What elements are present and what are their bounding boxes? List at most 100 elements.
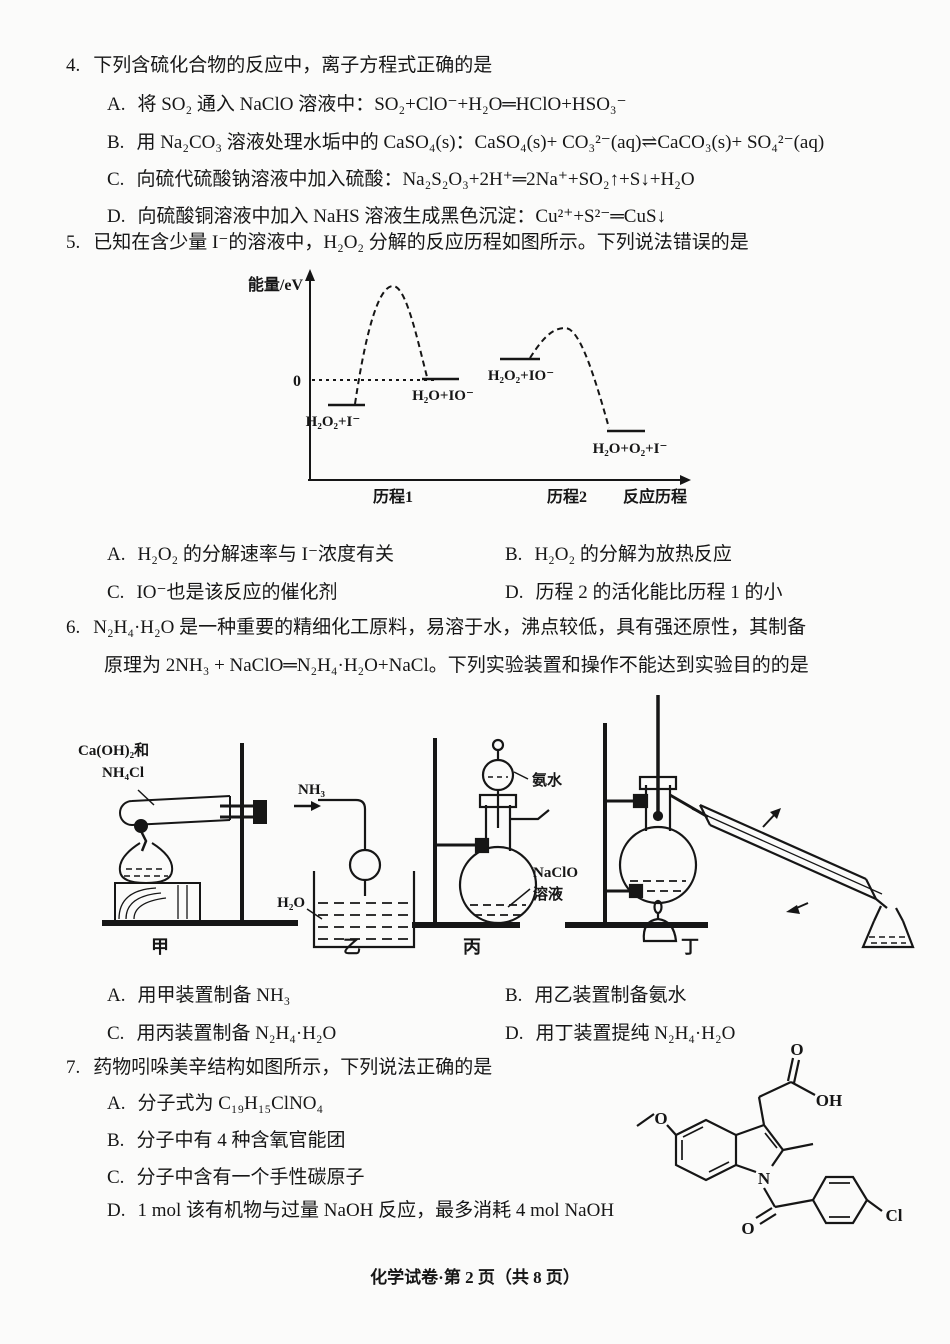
nitrogen-label: N [758, 1169, 771, 1188]
q6-option-c-text: 用丙装置制备 N₂H₄·H₂O [136, 1023, 337, 1044]
y-axis-label: 能量/eV [248, 275, 304, 294]
level-product-label: H₂O+O₂+I⁻ [593, 441, 668, 457]
yi-gas-label: NH₃ [298, 782, 326, 798]
q7-option-b-text: 分子中有 4 种含氧官能团 [136, 1130, 346, 1151]
q7-stem: 7. 药物吲哚美辛结构如图所示，下列说法正确的是 [66, 1056, 492, 1080]
apparatus-figure: Ca(OH)₂和 NH₄Cl 甲 NH₃ H₂O 乙 [78, 695, 915, 957]
ding-caption: 丁 [681, 937, 699, 957]
q7-option-d: D. 1 mol 该有机物与过量 NaOH 反应，最多消耗 4 mol NaOH [107, 1199, 614, 1223]
q4-option-a: A. 将 SO₂ 通入 NaClO 溶液中：SO₂+ClO⁻+H₂O═HClO+H… [107, 93, 627, 117]
q6-option-b: B. 用乙装置制备氨水 [505, 984, 686, 1008]
q6-option-d: D.用丁装置提纯 N₂H₄·H₂O [505, 1022, 735, 1046]
q5-option-b-label: B. [505, 544, 523, 565]
jia-reagent-label-line1: Ca(OH)₂和 [78, 742, 149, 759]
q7-option-a-label: A. [107, 1093, 126, 1114]
q6-option-c: C. 用丙装置制备 N₂H₄·H₂O [107, 1022, 336, 1046]
q7-option-b-label: B. [107, 1130, 125, 1151]
apparatus-bing [412, 738, 550, 928]
q5-number: 5. [66, 232, 81, 253]
carboxyl-o-label: O [790, 1042, 803, 1059]
pathway1-label: 历程1 [373, 488, 413, 506]
bing-funnel-label: 氨水 [532, 771, 563, 789]
bing-solution-label-line2: 溶液 [533, 885, 564, 903]
apparatus-yi [294, 798, 416, 949]
q5-option-d: D. 历程 2 的活化能比历程 1 的小 [505, 581, 783, 605]
q7-option-c: C. 分子中含有一个手性碳原子 [107, 1166, 364, 1190]
q6-stem-text1: N₂H₄·H₂O 是一种重要的精细化工原料，易溶于水，沸点较低，具有强还原性，其… [93, 617, 807, 638]
molecule-bonds [636, 1057, 883, 1225]
q5-option-c-text: IO⁻也是该反应的催化剂 [136, 582, 338, 603]
methoxy-o-label: O [654, 1109, 667, 1128]
q4-option-d-label: D. [107, 206, 126, 227]
q7-option-c-text: 分子中含有一个手性碳原子 [136, 1167, 365, 1188]
q4-option-c-label: C. [107, 169, 125, 190]
q4-stem: 4. 下列含硫化合物的反应中，离子方程式正确的是 [66, 54, 492, 78]
q7-option-d-text: 1 mol 该有机物与过量 NaOH 反应，最多消耗 4 mol NaOH [137, 1200, 615, 1221]
q6-stem-line2: 原理为 2NH₃ + NaClO═N₂H₄·H₂O+NaCl。下列实验装置和操作… [104, 654, 809, 678]
q5-option-c: C. IO⁻也是该反应的催化剂 [107, 581, 338, 605]
q4-option-b-text: 用 Na₂CO₃ 溶液处理水垢中的 CaSO₄(s)：CaSO₄(s)+ CO₃… [136, 132, 825, 153]
q7-stem-text: 药物吲哚美辛结构如图所示，下列说法正确的是 [93, 1057, 493, 1078]
energy-profile-diagram: 能量/eV 0 H₂O₂+I⁻ H₂O+IO⁻ H₂O₂+IO⁻ H₂O+O₂+… [248, 269, 691, 506]
q5-option-b: B. H₂O₂ 的分解为放热反应 [505, 543, 732, 567]
x-axis-label: 反应历程 [623, 487, 687, 506]
q5-option-a-label: A. [107, 544, 126, 565]
level-intermediate2-label: H₂O₂+IO⁻ [488, 368, 554, 384]
jia-reagent-label-line2: NH₄Cl [102, 765, 144, 781]
q5-stem-text: 已知在含少量 I⁻的溶液中，H₂O₂ 分解的反应历程如图所示。下列说法错误的是 [93, 232, 749, 253]
yi-liquid-label: H₂O [277, 895, 305, 911]
chlorine-label: Cl [886, 1206, 903, 1225]
q5-option-a-text: H₂O₂ 的分解速率与 I⁻浓度有关 [137, 544, 395, 565]
q4-option-c: C. 向硫代硫酸钠溶液中加入硫酸：Na₂S₂O₃+2H⁺═2Na⁺+SO₂↑+S↓… [107, 168, 695, 192]
q6-option-a-label: A. [107, 985, 126, 1006]
q7-option-c-label: C. [107, 1167, 125, 1188]
pathway2-label: 历程2 [547, 488, 587, 506]
q6-option-a-text: 用甲装置制备 NH₃ [137, 985, 291, 1006]
q5-option-b-text: H₂O₂ 的分解为放热反应 [534, 544, 732, 565]
q4-option-d: D. 向硫酸铜溶液中加入 NaHS 溶液生成黑色沉淀：Cu²⁺+S²⁻═CuS↓ [107, 205, 666, 229]
q4-stem-text: 下列含硫化合物的反应中，离子方程式正确的是 [93, 55, 493, 76]
q4-option-a-text: 将 SO₂ 通入 NaClO 溶液中：SO₂+ClO⁻+H₂O═HClO+HSO… [137, 94, 627, 115]
apparatus-jia [102, 743, 298, 926]
q6-number: 6. [66, 617, 81, 638]
q4-option-a-label: A. [107, 94, 126, 115]
q5-option-d-text: 历程 2 的活化能比历程 1 的小 [535, 582, 783, 603]
bing-solution-label-line1: NaClO [533, 865, 578, 881]
q6-option-d-label: D. [505, 1023, 524, 1044]
q6-option-b-text: 用乙装置制备氨水 [534, 985, 687, 1006]
level-intermediate1-label: H₂O+IO⁻ [412, 388, 474, 404]
q4-option-b-label: B. [107, 132, 125, 153]
pathway2-curve [529, 326, 610, 429]
q6-option-a: A. 用甲装置制备 NH₃ [107, 984, 290, 1008]
q7-option-a-text: 分子式为 C₁₉H₁₅ClNO₄ [137, 1093, 324, 1114]
apparatus-ding [565, 695, 915, 949]
q5-stem: 5. 已知在含少量 I⁻的溶液中，H₂O₂ 分解的反应历程如图所示。下列说法错误的… [66, 231, 749, 255]
hydroxyl-label: OH [816, 1091, 842, 1110]
jia-caption: 甲 [151, 937, 169, 957]
q5-option-d-label: D. [505, 582, 524, 603]
q7-option-b: B. 分子中有 4 种含氧官能团 [107, 1129, 345, 1153]
y-axis-arrow [305, 269, 315, 281]
page-footer: 化学试卷·第 2 页（共 8 页） [370, 1268, 580, 1287]
yi-caption: 乙 [343, 937, 361, 957]
q6-option-c-label: C. [107, 1023, 125, 1044]
q4-number: 4. [66, 55, 81, 76]
q4-option-d-text: 向硫酸铜溶液中加入 NaHS 溶液生成黑色沉淀：Cu²⁺+S²⁻═CuS↓ [137, 206, 667, 227]
q5-option-c-label: C. [107, 582, 125, 603]
q6-stem-line1: 6. N₂H₄·H₂O 是一种重要的精细化工原料，易溶于水，沸点较低，具有强还原性… [66, 616, 806, 640]
amide-o-label: O [741, 1219, 754, 1238]
zero-label: 0 [293, 373, 301, 390]
pathway1-curve [354, 284, 428, 405]
q5-option-a: A. H₂O₂ 的分解速率与 I⁻浓度有关 [107, 543, 394, 567]
q7-option-d-label: D. [107, 1200, 126, 1221]
q6-stem-text2: 原理为 2NH₃ + NaClO═N₂H₄·H₂O+NaCl。下列实验装置和操作… [104, 655, 809, 676]
indomethacin-structure: O O OH N O Cl [636, 1042, 903, 1238]
q7-number: 7. [66, 1057, 81, 1078]
q6-option-b-label: B. [505, 985, 523, 1006]
level-reactant1-label: H₂O₂+I⁻ [306, 414, 361, 430]
q4-option-b: B. 用 Na₂CO₃ 溶液处理水垢中的 CaSO₄(s)：CaSO₄(s)+ C… [107, 131, 824, 155]
bing-caption: 丙 [463, 937, 481, 957]
x-axis-arrow [680, 475, 691, 485]
q4-option-c-text: 向硫代硫酸钠溶液中加入硫酸：Na₂S₂O₃+2H⁺═2Na⁺+SO₂↑+S↓+H… [136, 169, 695, 190]
